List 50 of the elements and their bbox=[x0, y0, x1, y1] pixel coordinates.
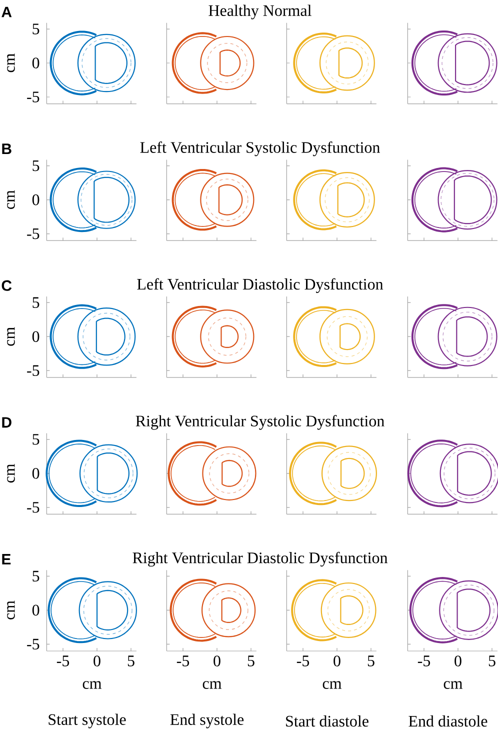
tick-label: 0 bbox=[454, 656, 462, 666]
panel-letter: A bbox=[2, 6, 12, 18]
tick-label: 5 bbox=[32, 24, 40, 34]
tick-label: 5 bbox=[368, 656, 374, 666]
tick-label: 0 bbox=[214, 656, 220, 666]
tick-label: 5 bbox=[32, 434, 40, 445]
tick-label: -5 bbox=[56, 656, 70, 666]
column-label: Start diastole bbox=[286, 715, 368, 727]
tick-label: 0 bbox=[32, 331, 40, 342]
tick-label: 0 bbox=[94, 656, 100, 666]
axis-label: cm bbox=[322, 681, 342, 689]
panel-letter: C bbox=[2, 280, 12, 291]
axis-label: cm bbox=[202, 681, 222, 689]
column-label: Start systole bbox=[48, 714, 126, 728]
axis-label: cm bbox=[7, 54, 15, 72]
axis-label: cm bbox=[444, 681, 462, 689]
tick-label: 0 bbox=[32, 468, 40, 479]
row-title: Left Ventricular Systolic Dysfunction bbox=[140, 141, 380, 156]
axis-label: cm bbox=[7, 190, 15, 209]
axis-label: cm bbox=[82, 681, 102, 689]
tick-label: 0 bbox=[334, 656, 340, 666]
tick-label: 5 bbox=[488, 656, 496, 666]
panel-letter: D bbox=[2, 417, 12, 428]
tick-label: -5 bbox=[176, 656, 190, 666]
tick-label: 5 bbox=[32, 297, 40, 308]
tick-label: 5 bbox=[32, 160, 40, 172]
tick-label: -5 bbox=[296, 656, 310, 666]
column-label: End diastole bbox=[408, 715, 488, 727]
tick-label: 5 bbox=[32, 570, 40, 582]
tick-label: -5 bbox=[418, 656, 430, 666]
tick-label: 5 bbox=[248, 656, 254, 666]
tick-label: 0 bbox=[32, 194, 40, 206]
panel-letter: B bbox=[2, 144, 12, 154]
column-label: End systole bbox=[170, 714, 244, 728]
tick-label: 5 bbox=[128, 656, 134, 666]
tick-label: -5 bbox=[27, 228, 40, 240]
row-title: Left Ventricular Diastolic Dysfunction bbox=[137, 278, 384, 293]
tick-label: -5 bbox=[27, 365, 40, 376]
tick-label: -5 bbox=[27, 92, 40, 102]
tick-label: 0 bbox=[32, 604, 40, 616]
row-title: Right Ventricular Systolic Dysfunction bbox=[136, 415, 384, 430]
axis-label: cm bbox=[7, 600, 15, 620]
axis-label: cm bbox=[7, 464, 15, 483]
tick-label: -5 bbox=[27, 638, 40, 650]
row-title: Right Ventricular Diastolic Dysfunction bbox=[132, 552, 388, 567]
tick-label: 0 bbox=[32, 58, 40, 68]
panel-letter: E bbox=[2, 554, 11, 564]
tick-label: -5 bbox=[27, 502, 40, 513]
row-title: Healthy Normal bbox=[208, 4, 312, 20]
axis-label: cm bbox=[7, 327, 15, 346]
